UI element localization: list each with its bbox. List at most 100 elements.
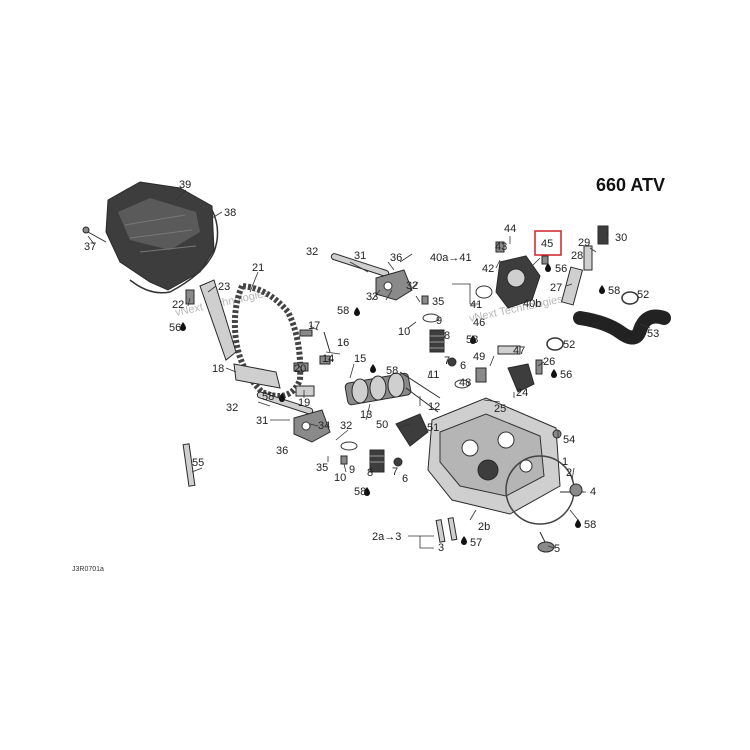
callout-10: 10 bbox=[398, 326, 410, 338]
callout-28: 28 bbox=[571, 250, 583, 262]
callout-37: 37 bbox=[84, 241, 96, 253]
stud bbox=[182, 443, 196, 487]
callout-6: 6 bbox=[460, 360, 466, 372]
hose-clamps bbox=[546, 291, 639, 351]
valve-spring-upper bbox=[429, 329, 445, 353]
callout-46: 46 bbox=[473, 317, 485, 329]
chain-guide bbox=[199, 279, 281, 389]
rocker-shaft-lower bbox=[256, 391, 314, 415]
valve-cover-bolt bbox=[82, 226, 107, 243]
callout-15: 15 bbox=[354, 353, 366, 365]
callout-50: 50 bbox=[376, 419, 388, 431]
callout-29: 29 bbox=[578, 237, 590, 249]
valves bbox=[537, 483, 584, 553]
rocker-arm-upper bbox=[375, 269, 413, 301]
callout-54: 54 bbox=[563, 434, 575, 446]
callout-3: 3 bbox=[438, 542, 444, 554]
callout-57: 57 bbox=[470, 537, 482, 549]
callout-7b: 7 bbox=[392, 466, 398, 478]
callout-30: 30 bbox=[615, 232, 627, 244]
callout-42: 42 bbox=[482, 263, 494, 275]
callout-7: 7 bbox=[444, 355, 450, 367]
callout-35: 35 bbox=[432, 296, 444, 308]
callout-23: 23 bbox=[218, 281, 230, 293]
valve-cover-gasket bbox=[129, 209, 219, 294]
callout-36: 36 bbox=[390, 252, 402, 264]
callout-47: 47 bbox=[513, 345, 525, 357]
rods bbox=[323, 331, 441, 413]
callout-27: 27 bbox=[550, 282, 562, 294]
callout-44: 44 bbox=[504, 223, 516, 235]
callout-34: 34 bbox=[318, 420, 330, 432]
highlight-box bbox=[534, 230, 562, 256]
coolant-pipe bbox=[560, 225, 609, 306]
callout-16: 16 bbox=[337, 337, 349, 349]
callout-35b: 35 bbox=[316, 462, 328, 474]
callout-20: 20 bbox=[294, 363, 306, 375]
callout-17: 17 bbox=[308, 320, 320, 332]
cylinder-head bbox=[427, 397, 561, 515]
spring-retainers bbox=[340, 295, 521, 467]
rocker-arm-lower bbox=[293, 409, 331, 443]
callout-45: 45 bbox=[541, 238, 553, 250]
callout-13: 13 bbox=[360, 409, 372, 421]
callout-56: 56 bbox=[169, 322, 181, 334]
callout-14: 14 bbox=[322, 353, 334, 365]
plug bbox=[552, 429, 562, 439]
callout-38: 38 bbox=[224, 207, 236, 219]
callout-9: 9 bbox=[436, 315, 442, 327]
callout-2b: 2b bbox=[478, 521, 490, 533]
callout-8b: 8 bbox=[367, 467, 373, 479]
callout-32: 32 bbox=[306, 246, 318, 258]
callout-6b: 6 bbox=[402, 473, 408, 485]
diagram-code: J3R0701a bbox=[72, 566, 104, 573]
callout-31: 31 bbox=[354, 250, 366, 262]
callout-53: 53 bbox=[647, 328, 659, 340]
callout-18: 18 bbox=[212, 363, 224, 375]
valve-spring-lower bbox=[369, 449, 385, 473]
callout-24: 24 bbox=[516, 387, 528, 399]
callout-58d: 58 bbox=[584, 519, 596, 531]
callout-58e: 58 bbox=[386, 365, 398, 377]
callout-26: 26 bbox=[543, 356, 555, 368]
chain-tensioner-parts bbox=[293, 329, 331, 397]
callout-56b: 56 bbox=[555, 263, 567, 275]
callout-58b: 58 bbox=[608, 285, 620, 297]
spark-plug-seal bbox=[185, 289, 195, 305]
callout-58b2: 58 bbox=[354, 486, 366, 498]
callout-22: 22 bbox=[172, 299, 184, 311]
callout-55: 55 bbox=[192, 457, 204, 469]
diagram-title: 660 ATV bbox=[596, 175, 665, 195]
callout-39: 39 bbox=[179, 179, 191, 191]
callout-12: 12 bbox=[428, 401, 440, 413]
callout-58: 58 bbox=[337, 305, 349, 317]
callout-56c: 56 bbox=[560, 369, 572, 381]
decompressor bbox=[395, 413, 429, 447]
callout-4: 4 bbox=[590, 486, 596, 498]
callout-52b: 52 bbox=[563, 339, 575, 351]
callout-58f: 58 bbox=[466, 334, 478, 346]
callout-43: 43 bbox=[495, 241, 507, 253]
callout-32c: 32 bbox=[226, 402, 238, 414]
camshaft-gear-parts bbox=[507, 359, 543, 393]
callout-8: 8 bbox=[444, 330, 450, 342]
callout-32b: 32 bbox=[406, 280, 418, 292]
callout-1: 1 bbox=[562, 456, 568, 468]
callout-33: 33 bbox=[366, 291, 378, 303]
thermostat-housing bbox=[475, 255, 541, 309]
callout-labels: 39 38 37 21 23 22 56 18 17 16 14 15 20 1… bbox=[84, 179, 659, 555]
oil-drop-icon bbox=[180, 263, 605, 545]
callout-32d: 32 bbox=[340, 420, 352, 432]
callout-48: 48 bbox=[459, 377, 471, 389]
callout-40b: 40b bbox=[523, 298, 541, 310]
callout-2a3: 2a→3 bbox=[372, 531, 401, 543]
callout-52: 52 bbox=[637, 289, 649, 301]
callout-36b: 36 bbox=[276, 445, 288, 457]
callout-19: 19 bbox=[298, 397, 310, 409]
sensor bbox=[495, 241, 549, 265]
callout-5: 5 bbox=[554, 543, 560, 555]
callout-9b: 9 bbox=[349, 464, 355, 476]
timing-chain bbox=[231, 282, 304, 399]
callout-49: 49 bbox=[473, 351, 485, 363]
